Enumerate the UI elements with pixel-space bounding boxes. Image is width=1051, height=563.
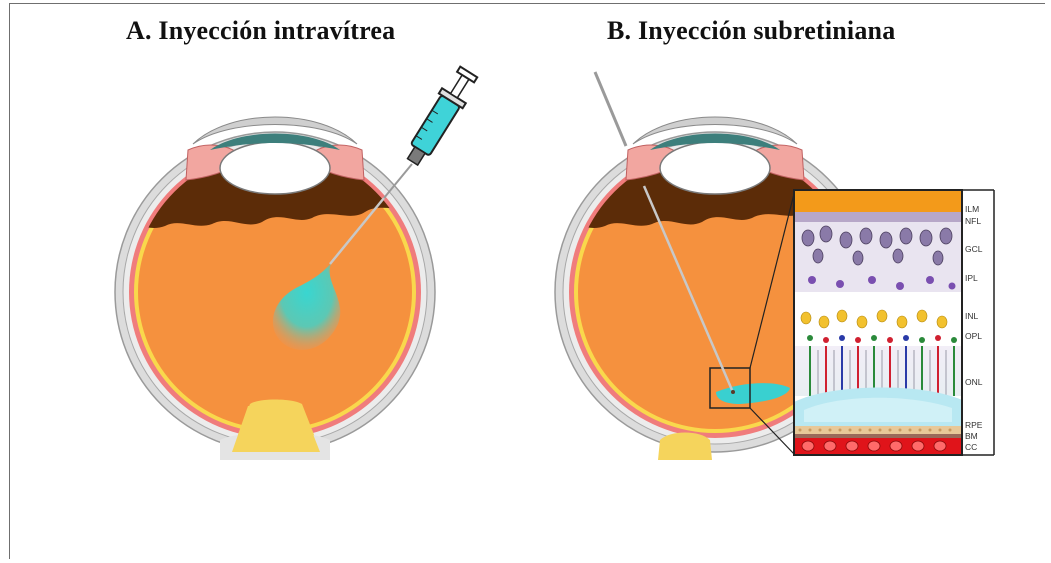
retina-layer-labels: ILM NFL GCL IPL INL OPL ONL RPE BM CC xyxy=(965,204,983,452)
label-bm: BM xyxy=(965,431,978,441)
eye-a xyxy=(115,117,435,460)
label-onl: ONL xyxy=(965,377,983,387)
label-opl: OPL xyxy=(965,331,982,341)
label-nfl: NFL xyxy=(965,216,981,226)
label-ilm: ILM xyxy=(965,204,979,214)
needle-b xyxy=(595,72,626,146)
label-rpe: RPE xyxy=(965,420,983,430)
label-gcl: GCL xyxy=(965,244,983,254)
syringe-icon xyxy=(401,65,481,170)
label-ipl: IPL xyxy=(965,273,978,283)
label-inl: INL xyxy=(965,311,979,321)
retina-inset xyxy=(794,190,994,455)
label-cc: CC xyxy=(965,442,977,452)
